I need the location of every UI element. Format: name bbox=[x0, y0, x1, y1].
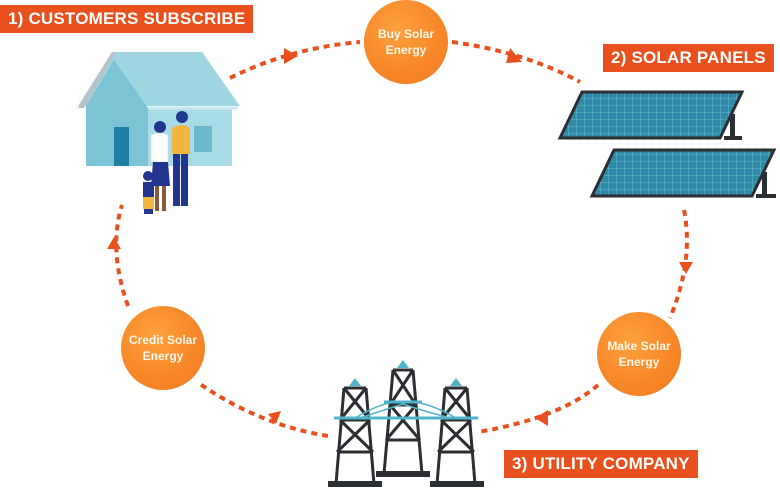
action-circle-make-solar: Make Solar Energy bbox=[597, 312, 681, 396]
step-label-customers: 1) CUSTOMERS SUBSCRIBE bbox=[0, 5, 254, 33]
action-circle-credit-solar: Credit Solar Energy bbox=[121, 306, 205, 390]
action-text-credit: Credit Solar Energy bbox=[128, 332, 198, 364]
arrowhead-icon bbox=[535, 410, 548, 426]
arrowhead-icon bbox=[679, 262, 693, 274]
step-label-solar-panels: 2) SOLAR PANELS bbox=[603, 44, 774, 72]
arrow-credit-to-house bbox=[114, 204, 130, 307]
arrowhead-icon bbox=[107, 237, 121, 249]
action-text-buy: Buy Solar Energy bbox=[371, 26, 441, 58]
action-line1: Buy Solar bbox=[377, 27, 434, 41]
arrowhead-icon bbox=[506, 48, 522, 63]
arrow-make-to-utility bbox=[477, 383, 600, 434]
action-line2: Energy bbox=[618, 355, 660, 369]
action-line2: Energy bbox=[142, 349, 184, 363]
arrowhead-icon bbox=[268, 411, 281, 424]
action-text-make: Make Solar Energy bbox=[604, 338, 674, 370]
arrowhead-icon bbox=[284, 48, 298, 64]
arrow-buy-to-panels bbox=[451, 40, 581, 84]
arrow-utility-to-credit bbox=[198, 382, 329, 438]
action-line1: Credit Solar bbox=[128, 333, 197, 347]
action-circle-buy-solar: Buy Solar Energy bbox=[364, 0, 448, 84]
action-line2: Energy bbox=[385, 43, 427, 57]
action-line1: Make Solar bbox=[607, 339, 671, 353]
step-label-utility-company: 3) UTILITY COMPANY bbox=[504, 450, 698, 478]
